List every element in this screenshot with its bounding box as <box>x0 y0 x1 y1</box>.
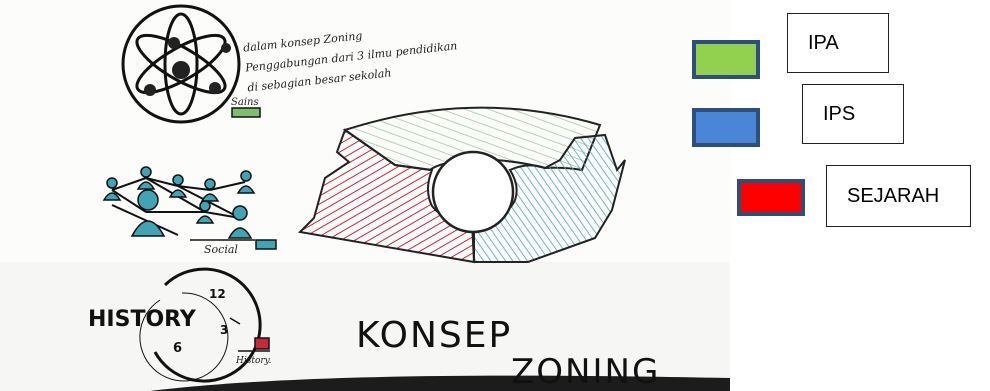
legend-swatch-ipa <box>692 40 760 79</box>
social-zone-swatch <box>256 240 276 249</box>
history-caption: History. <box>235 356 272 366</box>
sains-zone-swatch <box>232 108 260 117</box>
clock-number-3: 3 <box>220 323 228 337</box>
zoning-diagram <box>300 108 625 262</box>
title-line-1: KONSEP <box>356 315 512 356</box>
legend-text-sejarah: SEJARAH <box>847 185 939 208</box>
social-label: Social <box>204 243 238 256</box>
clock-number-12: 12 <box>209 287 226 301</box>
legend-label-ips: IPS <box>802 84 904 144</box>
legend-swatch-ips <box>692 108 760 147</box>
legend-label-sejarah: SEJARAH <box>826 165 971 227</box>
history-zone-swatch <box>255 338 269 349</box>
legend-label-ipa: IPA <box>787 13 889 73</box>
history-word: HISTORY <box>88 307 197 332</box>
zone-center <box>433 152 513 232</box>
sains-label: Sains <box>231 97 259 108</box>
title-line-2: ZONING <box>511 352 660 391</box>
legend-swatch-sejarah <box>737 179 805 216</box>
legend-text-ips: IPS <box>823 103 855 126</box>
legend-text-ipa: IPA <box>808 32 839 55</box>
zoning-sketch: dalam konsep Zoning Penggabungan dari 3 … <box>0 0 730 391</box>
clock-number-6: 6 <box>173 341 182 356</box>
